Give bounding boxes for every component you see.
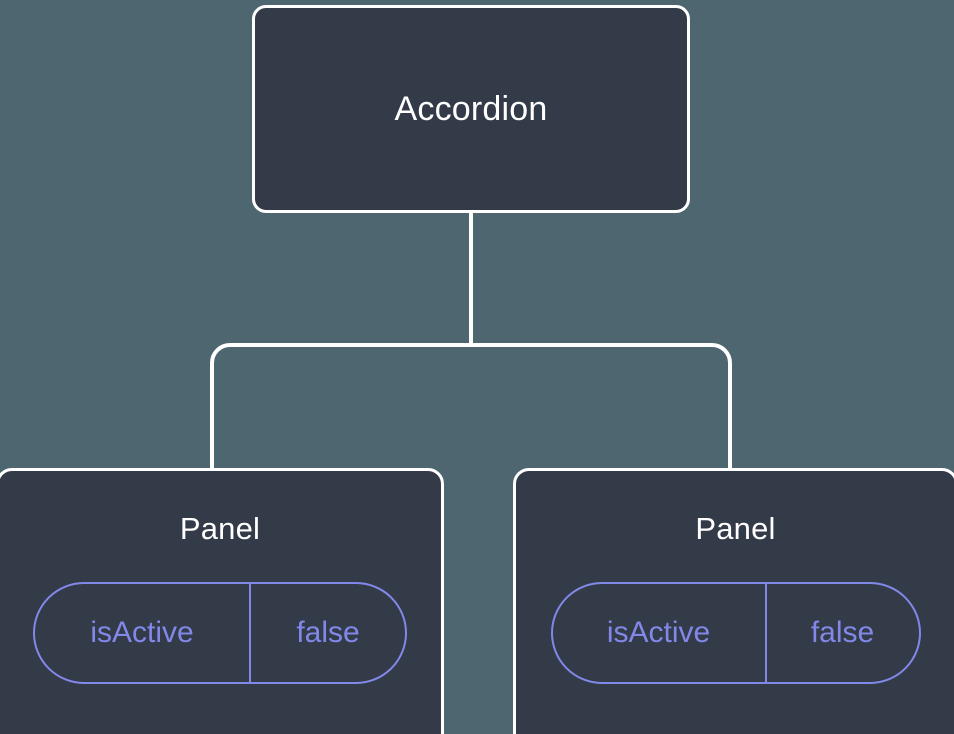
node-panel-1[interactable]: Panel isActive false xyxy=(0,468,444,734)
state-pill-panel-2-divider xyxy=(764,584,767,682)
node-panel-2[interactable]: Panel isActive false xyxy=(513,468,954,734)
state-pill-panel-2[interactable]: isActive false xyxy=(550,582,921,684)
state-pill-panel-1[interactable]: isActive false xyxy=(33,582,407,684)
connector-branch-right xyxy=(471,343,732,478)
node-accordion[interactable]: Accordion xyxy=(252,5,690,213)
node-accordion-title: Accordion xyxy=(394,90,548,128)
state-pill-panel-1-divider xyxy=(249,584,251,682)
node-panel-1-title: Panel xyxy=(179,511,261,546)
state-pill-panel-1-value: false xyxy=(296,616,360,649)
node-panel-2-title: Panel xyxy=(695,511,776,546)
state-pill-panel-2-key: isActive xyxy=(606,616,711,649)
state-pill-panel-1-key: isActive xyxy=(90,616,194,649)
connector-branch-left xyxy=(210,343,471,478)
state-pill-panel-2-value: false xyxy=(810,616,875,649)
